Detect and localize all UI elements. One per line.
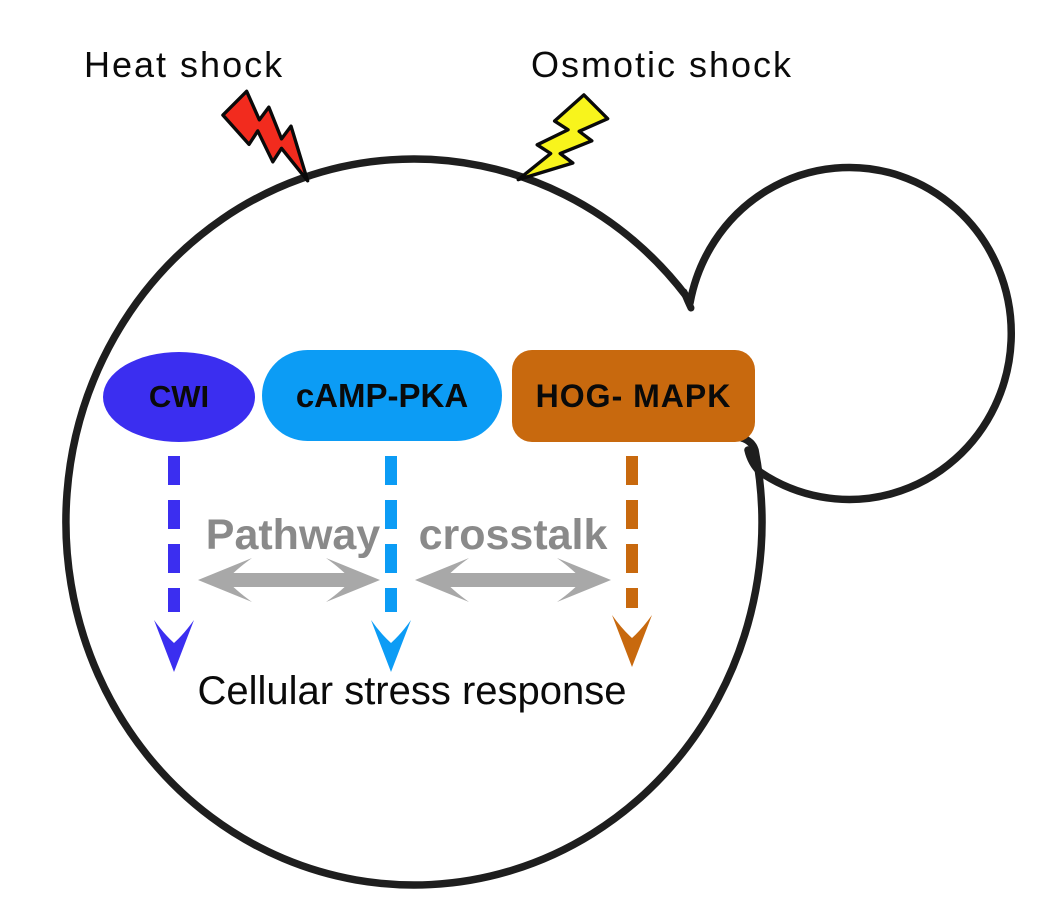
pathway-node-hog-mapk-label: HOG- MAPK — [535, 377, 732, 414]
cwi-dashed-arrow — [154, 456, 194, 672]
pathway-crosstalk-word-left: Pathway — [205, 511, 381, 559]
hog-mapk-dashed-arrow — [612, 456, 652, 667]
crosstalk-arrow-right — [415, 558, 611, 602]
camp-pka-arrowhead-icon — [371, 620, 411, 672]
camp-pka-dashed-arrow — [371, 456, 411, 672]
cellular-stress-response-label: Cellular stress response — [197, 669, 627, 713]
cell-body-outline — [62, 155, 766, 889]
pathway-node-camp-pka: cAMP-PKA — [262, 350, 502, 441]
pathway-crosstalk-word-right: crosstalk — [418, 511, 608, 559]
heat-shock-bolt-icon — [221, 89, 310, 183]
heat-shock-label: Heat shock — [84, 44, 285, 85]
pathway-node-camp-pka-label: cAMP-PKA — [295, 376, 469, 414]
arrowhead-left-icon — [198, 558, 252, 602]
arrowhead-right-icon — [557, 558, 611, 602]
cwi-arrowhead-icon — [154, 620, 194, 672]
cell-bud-outline — [686, 163, 1015, 504]
osmotic-shock-label: Osmotic shock — [531, 44, 794, 85]
bud-junction-notch — [680, 288, 695, 312]
pathway-node-cwi: CWI — [103, 352, 255, 442]
yeast-cell-outline — [62, 155, 1015, 889]
pathway-node-hog-mapk: HOG- MAPK — [512, 350, 755, 442]
arrowhead-left-icon — [415, 558, 469, 602]
osmotic-shock-bolt-icon — [516, 93, 610, 182]
pathway-node-cwi-label: CWI — [148, 379, 210, 414]
arrowhead-right-icon — [326, 558, 380, 602]
hog-mapk-arrowhead-icon — [612, 615, 652, 667]
crosstalk-arrow-left — [198, 558, 380, 602]
